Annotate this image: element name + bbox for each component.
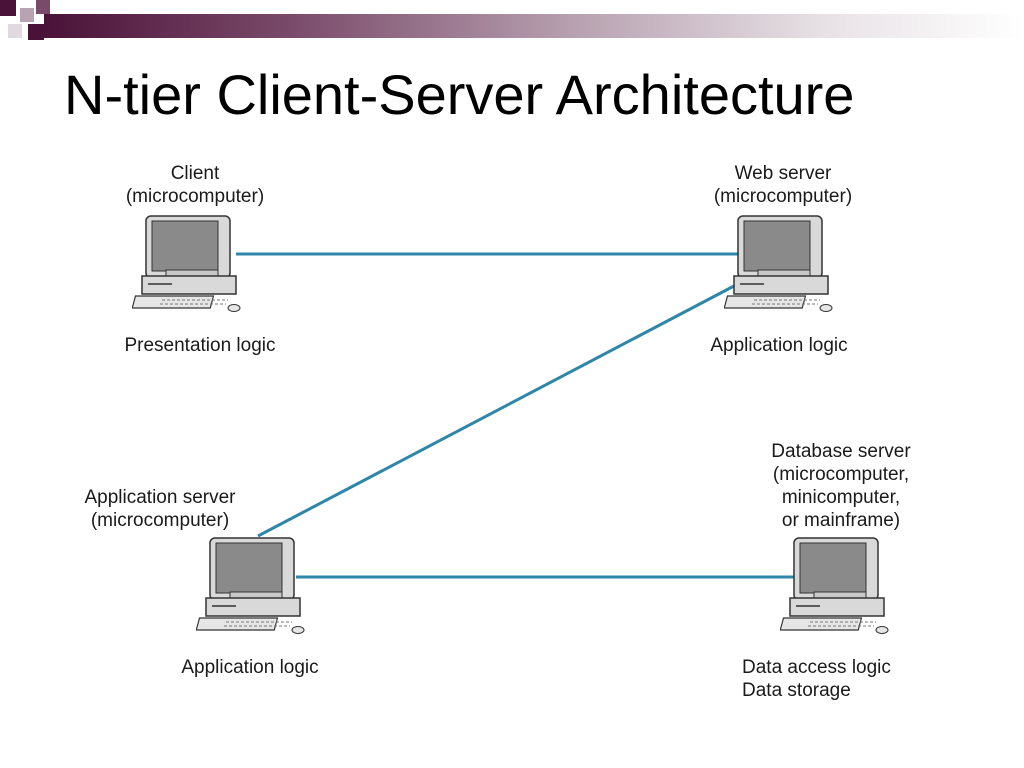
decor-square-3 (36, 0, 50, 14)
application-server-logic-label: Application logic (181, 657, 319, 678)
title-gradient-bar (44, 14, 1024, 38)
client-computer-icon (132, 215, 241, 312)
web-server-logic-label: Application logic (710, 335, 848, 356)
web-server-role-label: Web server (microcomputer) (713, 163, 853, 207)
decor-square-2 (20, 8, 34, 22)
web-server-computer-icon (724, 215, 833, 312)
database-server-role-label: Database server (microcomputer, minicomp… (771, 441, 911, 531)
slide-title: N-tier Client-Server Architecture (64, 63, 855, 126)
decor-square-5 (28, 24, 44, 40)
title-decoration (0, 0, 1024, 46)
database-server-logic-label: Data access logic Data storage (742, 657, 891, 701)
application-server-computer-icon (196, 537, 305, 634)
database-server-computer-icon (780, 537, 889, 634)
client-logic-label: Presentation logic (124, 335, 276, 356)
client-role-label: Client (microcomputer) (125, 163, 265, 207)
decor-square-4 (8, 24, 22, 38)
application-server-role-label: Application server (microcomputer) (84, 487, 236, 531)
connector-web-server-application-server (257, 284, 735, 538)
decor-square-1 (0, 0, 16, 16)
